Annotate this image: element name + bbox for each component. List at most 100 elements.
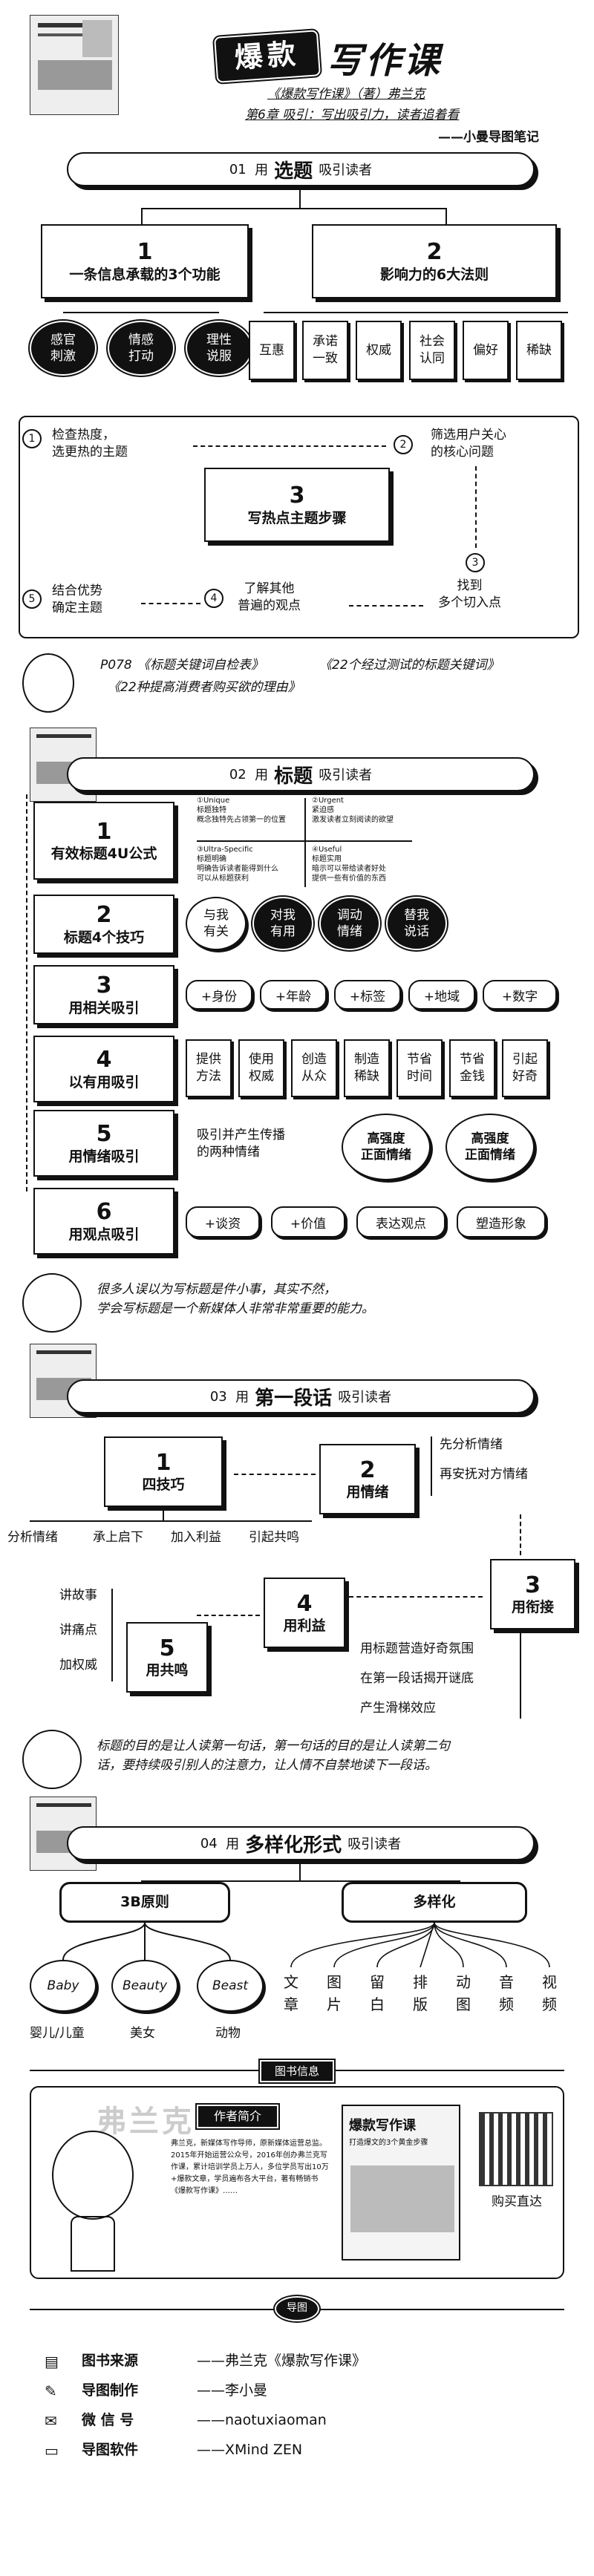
node-label: 影响力的6大法则: [379, 266, 489, 283]
node-label: 用情绪: [346, 1484, 389, 1501]
rows-spine: [26, 794, 27, 1191]
section-title: 第一段话: [255, 1387, 333, 1410]
book-icon: ▤: [45, 2353, 59, 2370]
useful-item: 创造 从众: [291, 1039, 337, 1097]
law-item: 权威: [356, 321, 402, 380]
footer-key: 导图软件: [82, 2442, 139, 2458]
section-no: 01: [229, 161, 247, 177]
b2-item: 先分析情绪: [440, 1437, 503, 1452]
author-avatar: [22, 1730, 82, 1789]
node-number: 3: [525, 1572, 541, 1598]
row-label: 用相关吸引: [68, 999, 140, 1016]
section-pre: 用: [235, 1390, 249, 1405]
node-label: 写热点主题步骤: [247, 509, 347, 526]
connector: [264, 312, 568, 313]
author-tag: 作者简介: [197, 2105, 278, 2128]
buy-link[interactable]: 购买直达: [492, 2194, 542, 2209]
node-label: 多样化: [413, 1893, 456, 1910]
3b-label: 美女: [130, 2026, 155, 2041]
footer-key: 微 信 号: [82, 2412, 134, 2428]
node-number: 4: [296, 1590, 313, 1617]
node-number: 1: [155, 1449, 172, 1476]
connector: [299, 1862, 301, 1880]
connector: [141, 1880, 460, 1882]
book-info-panel: [30, 2086, 564, 2279]
view-item: 塑造形象: [457, 1206, 546, 1238]
tip-item: 对我 有用: [252, 897, 313, 950]
useful-item: 引起 好奇: [502, 1039, 548, 1097]
section-1-header: 01 用选题吸引读者: [67, 152, 535, 186]
row-label: 用情绪吸引: [68, 1148, 140, 1165]
node-label: 用利益: [283, 1618, 326, 1635]
b5-item: 讲痛点: [59, 1623, 97, 1638]
form-item: 视 频: [542, 1973, 557, 2013]
b3-item: 用标题营造好奇氛围: [360, 1641, 474, 1656]
qr-code-icon[interactable]: [479, 2112, 553, 2186]
flow-arrow: [349, 605, 423, 607]
s4-left-node: 3B原则: [59, 1882, 230, 1923]
footer-value: ——弗兰克《爆款写作课》: [197, 2353, 367, 2369]
b1-item: 引起共鸣: [249, 1530, 299, 1545]
step-number: 3: [466, 553, 485, 572]
row-number: 6: [96, 1199, 112, 1226]
connector: [141, 208, 143, 224]
view-item: 表达观点: [356, 1206, 446, 1238]
useful-item: 制造 稀缺: [344, 1039, 390, 1097]
b3-item: 在第一段话揭开谜底: [360, 1671, 474, 1686]
section-3-header: 03 用第一段话吸引读者: [67, 1379, 535, 1413]
cover-subtitle: 打造爆文的3个黄金步骤: [349, 2139, 428, 2147]
flow-arrow: [141, 603, 200, 604]
emotion-item: 高强度 正面情绪: [342, 1114, 431, 1180]
useful-item: 节省 时间: [396, 1039, 443, 1097]
chat-icon: ✉: [45, 2412, 57, 2430]
section-post: 吸引读者: [319, 768, 373, 783]
footer-value: ——李小曼: [197, 2382, 268, 2399]
row-number: 5: [96, 1121, 112, 1148]
section-title: 选题: [274, 160, 313, 183]
node-number: 2: [359, 1457, 376, 1483]
book-cover-thumbnail: [30, 15, 119, 115]
connector: [63, 312, 219, 313]
node-number: 2: [426, 239, 443, 266]
connector: [163, 1507, 164, 1520]
node-label: 用共鸣: [146, 1662, 189, 1679]
node-number: 5: [159, 1635, 175, 1661]
view-item: +谈资: [186, 1206, 260, 1238]
law-item: 社会 认同: [409, 321, 455, 380]
connector: [30, 1520, 312, 1522]
flow-arrow: [197, 1615, 260, 1616]
connector: [520, 1629, 521, 1719]
row-label: 用观点吸引: [68, 1226, 140, 1243]
section-post: 吸引读者: [319, 163, 373, 178]
footer-tag: 导图: [275, 2296, 319, 2321]
section-title: 多样化形式: [245, 1834, 342, 1857]
step-text: 结合优势 确定主题: [52, 583, 102, 615]
function-item: 理性 说服: [186, 321, 252, 376]
chapter-line: 第6章 吸引：写出吸引力，读者追着看: [245, 108, 460, 122]
view-item: +价值: [271, 1206, 345, 1238]
author-cartoon: [52, 2131, 134, 2220]
steps-panel: [19, 416, 579, 638]
footer-key: 图书来源: [82, 2353, 139, 2369]
node-label: 四技巧: [142, 1477, 185, 1494]
connector: [111, 1589, 113, 1681]
row-number: 2: [96, 902, 112, 929]
useful-item: 节省 金钱: [449, 1039, 495, 1097]
b2-item: 再安抚对方情绪: [440, 1467, 528, 1482]
section-no: 02: [229, 766, 247, 782]
form-item: 文 章: [284, 1973, 298, 2013]
form-item: 音 频: [499, 1973, 514, 2013]
function-item: 感官 刺激: [30, 321, 97, 376]
3b-label: 动物: [215, 2026, 241, 2041]
flow-arrow: [193, 445, 386, 447]
section-no: 03: [209, 1388, 227, 1405]
b5-item: 讲故事: [59, 1588, 97, 1603]
related-item: +年龄: [260, 980, 327, 1010]
row-number: 3: [96, 972, 112, 999]
